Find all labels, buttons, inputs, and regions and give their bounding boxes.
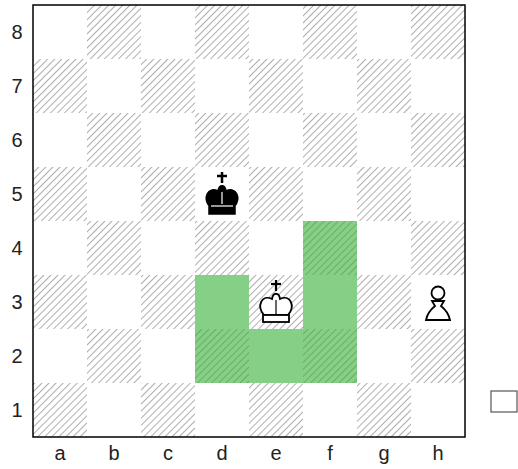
board-border [33, 5, 465, 437]
board-square [411, 5, 465, 59]
highlight-square [195, 275, 249, 329]
file-label: f [327, 443, 333, 463]
board-square [141, 5, 195, 59]
board-square [411, 383, 465, 437]
board-square [141, 383, 195, 437]
board-square [195, 221, 249, 275]
board-square [87, 329, 141, 383]
rank-label: 6 [11, 130, 22, 150]
highlight-square [303, 221, 357, 275]
board-square [33, 275, 87, 329]
rank-label: 5 [11, 184, 22, 204]
rank-label: 2 [11, 346, 22, 366]
board-square [411, 59, 465, 113]
file-label: e [270, 443, 281, 463]
white-pawn [426, 287, 450, 321]
board-square [87, 221, 141, 275]
board-square [357, 221, 411, 275]
file-label: g [378, 443, 389, 463]
board-square [33, 59, 87, 113]
file-label: b [108, 443, 119, 463]
highlight-square [249, 329, 303, 383]
white-king [260, 280, 291, 322]
board-square [411, 221, 465, 275]
board-square [33, 5, 87, 59]
board-square [141, 167, 195, 221]
board-square [357, 113, 411, 167]
board-square [357, 59, 411, 113]
highlight-square [303, 329, 357, 383]
board-square [33, 113, 87, 167]
board-squares [33, 5, 465, 437]
board-square [33, 167, 87, 221]
rank-label: 8 [11, 22, 22, 42]
board-square [87, 167, 141, 221]
rank-label: 1 [11, 400, 22, 420]
board-square [249, 59, 303, 113]
board-square [195, 59, 249, 113]
board-square [195, 167, 249, 221]
board-square [303, 5, 357, 59]
board-square [303, 383, 357, 437]
board-square [411, 167, 465, 221]
board-square [249, 5, 303, 59]
rank-label: 7 [11, 76, 22, 96]
board-square [411, 329, 465, 383]
board-square [357, 275, 411, 329]
black-king [206, 172, 237, 214]
board-square [141, 113, 195, 167]
board-square [357, 5, 411, 59]
board-square [249, 383, 303, 437]
board-square [141, 59, 195, 113]
board-square [87, 5, 141, 59]
board-square [357, 329, 411, 383]
board-square [195, 383, 249, 437]
board-square [195, 113, 249, 167]
board-square [411, 113, 465, 167]
board-square [249, 221, 303, 275]
board-square [249, 113, 303, 167]
board-square [195, 5, 249, 59]
board-square [33, 329, 87, 383]
board-square [357, 167, 411, 221]
board-square [141, 221, 195, 275]
board-square [249, 275, 303, 329]
board-square [357, 383, 411, 437]
board-square [87, 383, 141, 437]
board-square [141, 275, 195, 329]
highlight-square [303, 275, 357, 329]
board-square [33, 221, 87, 275]
file-label: a [54, 443, 65, 463]
board-square [249, 167, 303, 221]
board-square [303, 167, 357, 221]
file-label: h [432, 443, 443, 463]
board-square [303, 59, 357, 113]
rank-label: 4 [11, 238, 22, 258]
file-label: c [163, 443, 173, 463]
board-square [33, 383, 87, 437]
board-square [303, 113, 357, 167]
board-square [411, 275, 465, 329]
file-label: d [216, 443, 227, 463]
board-square [87, 113, 141, 167]
rank-label: 3 [11, 292, 22, 312]
highlight-square [195, 329, 249, 383]
board-square [87, 275, 141, 329]
board-square [87, 59, 141, 113]
turn-indicator [491, 391, 517, 412]
board-square [141, 329, 195, 383]
